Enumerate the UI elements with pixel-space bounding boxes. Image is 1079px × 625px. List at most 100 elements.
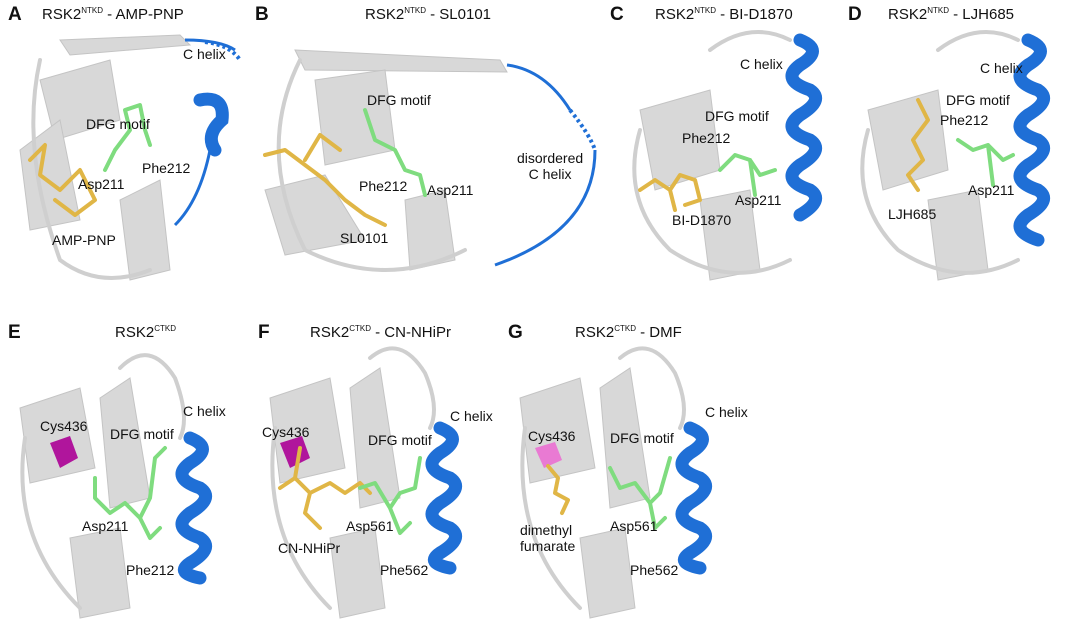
helix-line — [506, 63, 572, 111]
beta-sheet — [264, 174, 366, 256]
c-helix-label: C helix — [980, 60, 1023, 76]
loop — [520, 346, 686, 610]
panel-letter: E — [8, 322, 21, 343]
ligand-label: LJH685 — [888, 206, 937, 222]
beta-sheet — [329, 527, 386, 619]
asp-label: Asp211 — [735, 192, 782, 208]
panel-letter: B — [255, 4, 269, 25]
ligand-sticks — [28, 143, 97, 217]
panel-title: RSK2NTKD - AMP-PNP — [42, 6, 184, 23]
helix-line — [494, 149, 597, 267]
cys-label: Cys436 — [528, 428, 576, 444]
dfg-motif-label: DFG motif — [86, 116, 150, 132]
phe-label: Phe212 — [142, 160, 191, 176]
c-helix-line — [173, 149, 212, 227]
asp-label: Asp561 — [610, 518, 658, 534]
beta-sheet — [519, 377, 596, 484]
dfg-motif-label: DFG motif — [610, 430, 674, 446]
cys-label: Cys436 — [262, 424, 310, 440]
dfg-sticks — [956, 138, 1015, 187]
dfg-sticks — [93, 446, 167, 540]
panel-letter: F — [258, 322, 270, 343]
cys-residue — [280, 436, 310, 468]
cys-residue — [50, 436, 78, 468]
panel-f: F RSK2CTKD - CN-NHiPr Cys436 C helix DFG… — [250, 318, 510, 623]
loop — [860, 30, 1020, 275]
ligand-label: SL0101 — [340, 230, 389, 246]
phe-label: Phe562 — [380, 562, 429, 578]
protein-structure — [263, 49, 597, 272]
dfg-motif-label: DFG motif — [110, 426, 174, 442]
asp-label: Asp211 — [82, 518, 129, 534]
c-helix-label: C helix — [183, 46, 226, 62]
panel-title: RSK2CTKD — [115, 324, 176, 341]
beta-sheet — [69, 527, 131, 619]
protein-structure — [632, 30, 822, 281]
ligand-sticks — [638, 173, 702, 212]
ligand-sticks — [906, 98, 930, 192]
panel-title: RSK2NTKD - SL0101 — [365, 6, 492, 23]
beta-sheet — [119, 179, 171, 281]
protein-structure — [860, 30, 1050, 281]
panel-title: RSK2CTKD - CN-NHiPr — [310, 324, 451, 341]
panel-title: RSK2NTKD - BI-D1870 — [655, 6, 793, 23]
panel-d: D RSK2NTKD - LJH685 C helix DFG motif Ph… — [838, 0, 1078, 300]
asp-label: Asp211 — [78, 176, 125, 192]
c-helix-label: C helix — [183, 403, 226, 419]
ligand-sticks — [263, 133, 387, 227]
c-helix-label: C helix — [450, 408, 493, 424]
loop — [276, 58, 467, 272]
panel-b: B RSK2NTKD - SL0101 DFG motif Phe212 Asp… — [245, 0, 620, 300]
dfg-motif-label: DFG motif — [946, 92, 1010, 108]
panel-e: E RSK2CTKD Cys436 C helix DFG motif Asp2… — [0, 318, 260, 623]
asp-label: Asp211 — [427, 182, 474, 198]
c-helix-dashed — [568, 108, 597, 151]
dfg-motif-label: DFG motif — [705, 108, 769, 124]
dfg-sticks — [718, 153, 777, 197]
beta-sheet — [927, 189, 989, 281]
c-helix-label: C helix — [740, 56, 783, 72]
loop — [20, 353, 186, 610]
c-helix — [675, 421, 712, 575]
beta-sheet — [314, 69, 396, 166]
beta-sheet — [294, 49, 508, 73]
ligand-label: CN-NHiPr — [278, 540, 341, 556]
c-helix-dashed — [204, 40, 242, 62]
panel-letter: D — [848, 4, 862, 25]
panel-title: RSK2CTKD - DMF — [575, 324, 682, 341]
c-helix-line — [184, 38, 236, 52]
ligand-sticks — [546, 464, 570, 515]
panel-a: A RSK2NTKD - AMP-PNP C helix DFG motif P… — [0, 0, 260, 300]
ligand-label: BI-D1870 — [672, 212, 732, 228]
ligand-label: AMP-PNP — [52, 232, 116, 248]
c-helix-label: C helix — [705, 404, 748, 420]
panel-letter: A — [8, 4, 22, 25]
dfg-sticks — [363, 108, 427, 197]
phe-label: Phe212 — [126, 562, 175, 578]
panel-letter: C — [610, 4, 624, 25]
dfg-sticks — [103, 103, 152, 172]
dfg-sticks — [608, 456, 672, 530]
protein-structure — [519, 346, 712, 619]
disordered-helix-label: disordered C helix — [517, 150, 584, 182]
protein-structure — [19, 353, 212, 619]
beta-sheet — [19, 387, 96, 484]
c-helix — [175, 431, 212, 585]
protein-structure — [19, 34, 242, 281]
beta-sheet — [404, 189, 456, 271]
cys-label: Cys436 — [40, 418, 88, 434]
c-helix — [425, 421, 462, 575]
asp-label: Asp211 — [968, 182, 1015, 198]
phe-label: Phe212 — [682, 130, 731, 146]
phe-label: Phe212 — [359, 178, 408, 194]
phe-label: Phe562 — [630, 562, 679, 578]
c-helix — [193, 92, 229, 157]
panel-c: C RSK2NTKD - BI-D1870 C helix DFG motif … — [600, 0, 840, 300]
c-helix — [1013, 33, 1050, 247]
beta-sheet — [867, 89, 949, 191]
c-helix — [785, 33, 822, 222]
protein-structure — [269, 346, 462, 619]
panel-g: G RSK2CTKD - DMF Cys436 C helix DFG moti… — [500, 318, 760, 623]
beta-sheet — [99, 377, 151, 509]
dfg-sticks — [358, 456, 422, 535]
